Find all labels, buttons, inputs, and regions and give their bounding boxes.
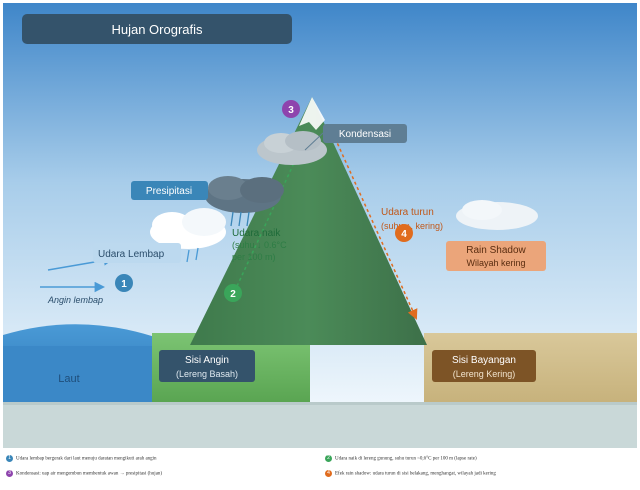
descending-air-label: Udara turun bbox=[381, 207, 434, 218]
descending-air-sub: (suhu ↑, kering) bbox=[381, 221, 443, 231]
legend-dot-2: 2 bbox=[325, 455, 332, 462]
rain-drops-dark bbox=[230, 211, 250, 227]
page-title: Hujan Orografis bbox=[111, 22, 203, 37]
rising-air-sub2: per 100 m) bbox=[232, 252, 276, 262]
rain-shadow-sub: Wilayah kering bbox=[466, 258, 525, 268]
condensation-pointer bbox=[304, 132, 324, 151]
snow-cap bbox=[299, 97, 325, 130]
rising-air-sub1: (suhu ↓ 0.6°C bbox=[232, 240, 287, 250]
svg-text:2: 2 bbox=[230, 289, 236, 300]
rain-shadow-box bbox=[446, 241, 546, 271]
descending-air-path bbox=[334, 137, 418, 320]
sea-body bbox=[3, 346, 158, 402]
condensation-cloud bbox=[257, 131, 327, 165]
faint-cloud bbox=[456, 200, 538, 230]
title-box bbox=[22, 14, 292, 44]
bottom-band bbox=[3, 402, 637, 448]
precipitation-box bbox=[131, 181, 208, 200]
sea-label: Laut bbox=[58, 373, 79, 385]
leeward-sub: (Lereng Kering) bbox=[453, 369, 516, 379]
moist-air-box bbox=[93, 243, 181, 263]
windward-box bbox=[159, 350, 255, 382]
rising-air-label: Udara naik bbox=[232, 228, 281, 239]
moist-cloud bbox=[150, 208, 226, 249]
rain-shadow-label: Rain Shadow bbox=[466, 245, 526, 256]
step-3-marker: 3 bbox=[282, 100, 300, 118]
step-1-marker: 1 bbox=[115, 274, 133, 292]
precipitation-label: Presipitasi bbox=[146, 186, 192, 197]
legend-text-1: Udara lembap bergerak dari laut menuju d… bbox=[16, 456, 157, 462]
step-2-marker: 2 bbox=[224, 284, 242, 302]
legend-text-3: Kondensasi: uap air mengembun membentuk … bbox=[16, 471, 163, 477]
windward-sub: (Lereng Basah) bbox=[176, 369, 238, 379]
legend-dot-4: 4 bbox=[325, 470, 332, 477]
rising-air-path bbox=[231, 149, 301, 298]
condensation-box bbox=[323, 124, 407, 143]
svg-text:4: 4 bbox=[401, 229, 407, 240]
moist-air-label: Udara Lembap bbox=[98, 249, 165, 260]
leeward-box bbox=[432, 350, 536, 382]
legend-dot-3: 3 bbox=[6, 470, 13, 477]
step-4-marker: 4 bbox=[395, 224, 413, 242]
leeward-label: Sisi Bayangan bbox=[452, 355, 516, 366]
legend-text-4: Efek rain shadow: udara turun di sisi be… bbox=[335, 471, 496, 477]
windward-label: Sisi Angin bbox=[185, 355, 229, 366]
legend-text-2: Udara naik di lereng gunung, suhu turun … bbox=[335, 456, 477, 462]
rain-cloud bbox=[205, 176, 284, 213]
mountain bbox=[190, 97, 427, 345]
legend-dot-1: 1 bbox=[6, 455, 13, 462]
svg-text:1: 1 bbox=[121, 279, 127, 290]
wind-label: Angin lembap bbox=[47, 295, 103, 305]
condensation-label: Kondensasi bbox=[339, 129, 391, 140]
svg-text:3: 3 bbox=[288, 105, 294, 116]
